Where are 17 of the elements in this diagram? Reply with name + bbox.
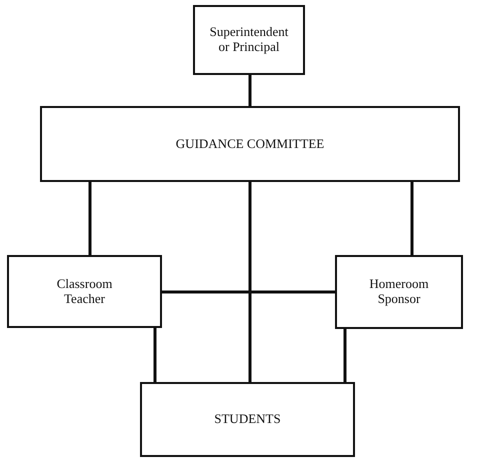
box-label: STUDENTS xyxy=(214,412,281,427)
connector-line xyxy=(410,182,414,255)
org-box xyxy=(40,106,460,182)
box-label: Homeroom Sponsor xyxy=(368,277,430,307)
box-label: Superintendent or Principal xyxy=(209,25,289,55)
connector-line xyxy=(162,290,335,294)
connector-line xyxy=(154,328,156,382)
connector-line xyxy=(344,329,346,382)
connector-line xyxy=(248,182,252,382)
box-label: Classroom Teacher xyxy=(56,276,114,306)
connector-line xyxy=(88,182,92,255)
org-box xyxy=(140,382,355,457)
org-box xyxy=(193,5,305,75)
connector-line xyxy=(248,75,252,106)
box-label: GUIDANCE COMMITTEE xyxy=(176,136,324,152)
org-box xyxy=(7,255,162,328)
org-box xyxy=(335,255,463,329)
